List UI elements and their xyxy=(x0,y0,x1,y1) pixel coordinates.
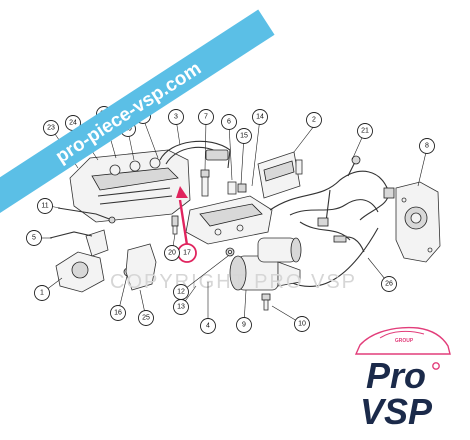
logo-group-text: GROUP xyxy=(395,338,414,344)
svg-text:12: 12 xyxy=(177,289,185,296)
callout-15: 15 xyxy=(236,128,252,144)
svg-text:6: 6 xyxy=(227,119,231,126)
callout-2: 2 xyxy=(306,112,322,128)
svg-text:10: 10 xyxy=(298,321,306,328)
callout-1: 1 xyxy=(34,285,50,301)
sensor-bracket-part xyxy=(125,243,157,291)
svg-text:9: 9 xyxy=(242,322,246,329)
temperature-sensor-part xyxy=(171,215,179,235)
highlight-arrow xyxy=(176,186,189,246)
svg-text:26: 26 xyxy=(385,281,393,288)
svg-text:15: 15 xyxy=(240,133,248,140)
callout-markers: 1 2 3 4 5 6 7 8 9 10 11 12 13 14 15 16 1… xyxy=(26,106,435,334)
svg-text:2: 2 xyxy=(312,117,316,124)
callout-10: 10 xyxy=(294,316,310,332)
logo-pro-text: Pro xyxy=(366,355,426,396)
callout-11: 11 xyxy=(37,198,53,214)
svg-text:16: 16 xyxy=(114,310,122,317)
copyright-watermark: COPYRIGHT PRO VSP xyxy=(110,271,357,293)
nut-part xyxy=(225,247,235,257)
callout-14: 14 xyxy=(252,109,268,125)
svg-text:3: 3 xyxy=(174,114,178,121)
svg-text:8: 8 xyxy=(425,143,429,150)
parts-illustrations xyxy=(49,140,441,311)
callout-23: 23 xyxy=(43,120,59,136)
wiring-harness-part xyxy=(269,155,395,241)
svg-text:24: 24 xyxy=(69,120,77,127)
svg-text:21: 21 xyxy=(361,128,369,135)
svg-text:20: 20 xyxy=(168,250,176,257)
pro-vsp-logo: GROUP Pro VSP xyxy=(354,326,451,432)
callout-26: 26 xyxy=(381,276,397,292)
bracket-plate-part xyxy=(395,181,441,263)
callout-5: 5 xyxy=(26,230,42,246)
callout-3: 3 xyxy=(168,109,184,125)
svg-text:4: 4 xyxy=(206,323,210,330)
callout-9: 9 xyxy=(236,317,252,333)
spark-plug-part xyxy=(200,169,247,197)
callout-17: 17 xyxy=(177,243,197,263)
callout-13: 13 xyxy=(173,299,189,315)
callout-7: 7 xyxy=(198,109,214,125)
svg-text:7: 7 xyxy=(204,114,208,121)
callout-20: 20 xyxy=(164,245,180,261)
svg-text:23: 23 xyxy=(47,125,55,132)
callout-8: 8 xyxy=(419,138,435,154)
hose-clip-part xyxy=(49,207,116,239)
svg-text:14: 14 xyxy=(256,114,264,121)
callout-21: 21 xyxy=(357,123,373,139)
svg-text:25: 25 xyxy=(142,315,150,322)
starter-bolt-part xyxy=(261,293,271,311)
ecu-box-part xyxy=(257,151,303,199)
lambda-sensor-part xyxy=(289,227,379,288)
callout-4: 4 xyxy=(200,318,216,334)
engine-head-part xyxy=(69,149,191,223)
svg-text:11: 11 xyxy=(41,203,48,210)
logo-accent-dot xyxy=(432,362,440,370)
logo-vsp-text: VSP xyxy=(360,391,433,432)
starter-motor-part xyxy=(229,237,302,291)
svg-text:1: 1 xyxy=(40,290,44,297)
throttle-body-part xyxy=(55,229,109,293)
callout-12: 12 xyxy=(173,284,189,300)
svg-text:17: 17 xyxy=(183,250,191,257)
svg-text:13: 13 xyxy=(177,304,185,311)
fuel-rail-part xyxy=(159,140,231,169)
svg-text:5: 5 xyxy=(32,235,36,242)
callout-16: 16 xyxy=(110,305,126,321)
ignition-module-part xyxy=(185,195,273,245)
callout-25: 25 xyxy=(138,310,154,326)
callout-6: 6 xyxy=(221,114,237,130)
